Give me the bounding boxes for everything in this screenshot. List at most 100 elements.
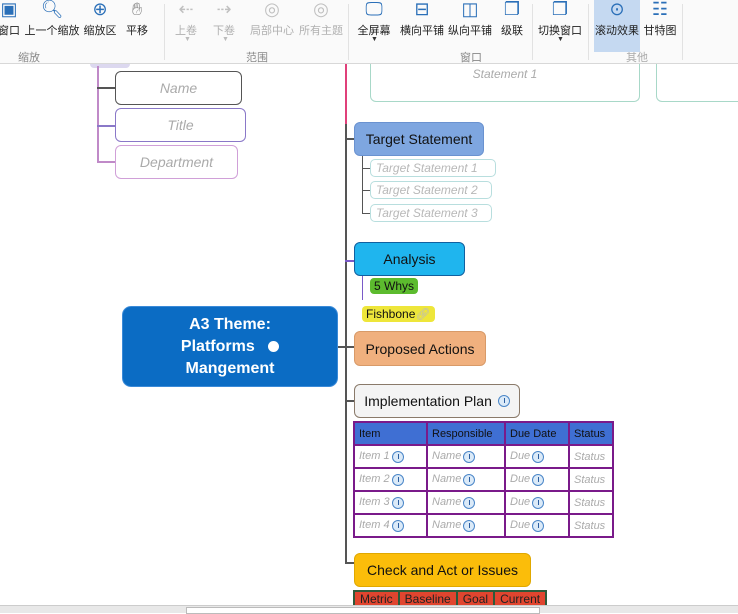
central-line2: Platforms — [181, 336, 280, 358]
connector — [345, 124, 347, 564]
zoom-area-icon: ⊕ — [92, 0, 108, 19]
clock-icon — [532, 496, 545, 509]
pan-hand-icon: ✋︎ — [131, 0, 143, 19]
cascade-icon: ❐ — [503, 0, 521, 19]
zoom-area-button[interactable]: ⊕缩放区 — [83, 0, 117, 37]
chevron-down-icon: ▼ — [371, 36, 378, 43]
clock-icon — [391, 450, 404, 463]
pan-button[interactable]: ✋︎平移 — [122, 0, 152, 48]
check-act-node[interactable]: Check and Act or Issues — [354, 553, 531, 587]
cell[interactable]: Due — [504, 513, 570, 538]
fullscreen-button[interactable]: 🖵︎全屏幕 — [357, 0, 391, 37]
divider — [682, 4, 683, 60]
connector — [345, 562, 355, 564]
fishbone-node[interactable]: Fishbone🔗︎ — [362, 306, 435, 322]
five-whys-node[interactable]: 5 Whys — [370, 278, 419, 294]
connector — [362, 190, 370, 191]
target-statement-2[interactable]: Target Statement 2 — [370, 181, 492, 199]
connector — [362, 156, 363, 213]
chevron-down-icon: ▼ — [184, 36, 191, 43]
cell[interactable]: Item 3 — [353, 490, 428, 515]
tile-vertical-button[interactable]: ◫纵向平铺 — [448, 0, 492, 37]
column-header: Responsible — [426, 421, 506, 446]
roll-down-icon: ⇢ — [216, 0, 232, 19]
analysis-node[interactable]: Analysis — [354, 242, 465, 276]
cell[interactable]: Due — [504, 490, 570, 515]
clock-icon — [268, 340, 280, 352]
connector — [97, 125, 115, 127]
horizontal-scrollbar[interactable] — [0, 605, 738, 614]
roll-up-button[interactable]: ⇠上卷 — [172, 0, 200, 48]
zoom-previous-icon: 🔍︎ — [40, 0, 64, 19]
clock-icon — [463, 473, 476, 486]
title-node[interactable]: Title — [115, 108, 246, 142]
chevron-down-icon: ▼ — [222, 36, 229, 43]
fit-window-button[interactable]: ▣窗口 — [0, 0, 22, 48]
connector — [345, 400, 355, 402]
group-label-range: 范围 — [246, 52, 268, 64]
clock-icon — [391, 473, 404, 486]
statement-node[interactable]: Statement 1 — [370, 64, 640, 102]
cell[interactable]: Name — [426, 444, 506, 469]
cell[interactable]: Name — [426, 513, 506, 538]
target-statement-node[interactable]: Target Statement — [354, 122, 484, 156]
statement-node-partial[interactable] — [656, 64, 738, 102]
connector — [362, 213, 370, 214]
cell[interactable]: Status — [568, 490, 614, 515]
column-header: Item — [353, 421, 428, 446]
connector — [345, 260, 355, 262]
chevron-down-icon: ▼ — [557, 36, 564, 43]
connector — [345, 138, 355, 140]
cell[interactable]: Status — [568, 513, 614, 538]
cell[interactable]: Due — [504, 467, 570, 492]
cell[interactable]: Name — [426, 490, 506, 515]
switch-window-button[interactable]: ❐切换窗口 — [538, 0, 582, 37]
zoom-previous-button[interactable]: 🔍︎上一个缩放 — [24, 0, 80, 37]
clock-icon — [532, 519, 545, 532]
department-node[interactable]: Department — [115, 145, 238, 179]
all-topics-button[interactable]: ◎所有主题 — [299, 0, 343, 37]
connector — [362, 168, 370, 169]
target-statement-1[interactable]: Target Statement 1 — [370, 159, 496, 177]
link-icon[interactable]: 🔗︎ — [415, 307, 431, 321]
clock-icon — [532, 450, 545, 463]
divider — [588, 4, 589, 60]
connector — [97, 161, 115, 163]
cell[interactable]: Name — [426, 467, 506, 492]
connector — [97, 66, 99, 162]
connector — [97, 87, 115, 89]
cell[interactable]: Item 1 — [353, 444, 428, 469]
cell[interactable]: Status — [568, 444, 614, 469]
table-header-row: Item Responsible Due Date Status — [353, 421, 614, 446]
divider — [348, 4, 349, 60]
roll-down-button[interactable]: ⇢下卷 — [210, 0, 238, 48]
cell[interactable]: Item 4 — [353, 513, 428, 538]
tile-horizontal-button[interactable]: ⊟横向平铺 — [400, 0, 444, 37]
proposed-actions-node[interactable]: Proposed Actions — [354, 331, 486, 366]
clock-icon — [463, 519, 476, 532]
local-center-button[interactable]: ◎局部中心 — [250, 0, 294, 37]
cascade-button[interactable]: ❐级联 — [498, 0, 526, 48]
target-statement-3[interactable]: Target Statement 3 — [370, 204, 492, 222]
group-label-zoom: 缩放 — [18, 52, 40, 64]
gantt-button[interactable]: ☷甘特图 — [643, 0, 677, 37]
scroll-effect-button[interactable]: ⊙滚动效果 — [594, 0, 640, 52]
central-topic[interactable]: A3 Theme: Platforms Mangement — [122, 306, 338, 387]
connector — [345, 64, 347, 124]
fit-window-icon: ▣ — [0, 0, 18, 19]
parent-node-partial — [90, 64, 130, 68]
local-center-icon: ◎ — [264, 0, 280, 19]
implementation-plan-node[interactable]: Implementation Plan — [354, 384, 520, 418]
cell[interactable]: Due — [504, 444, 570, 469]
cell[interactable]: Item 2 — [353, 467, 428, 492]
tile-vertical-icon: ◫ — [461, 0, 479, 19]
group-label-other: 其他 — [626, 52, 648, 64]
column-header: Status — [568, 421, 614, 446]
name-node[interactable]: Name — [115, 71, 242, 105]
cell[interactable]: Status — [568, 467, 614, 492]
